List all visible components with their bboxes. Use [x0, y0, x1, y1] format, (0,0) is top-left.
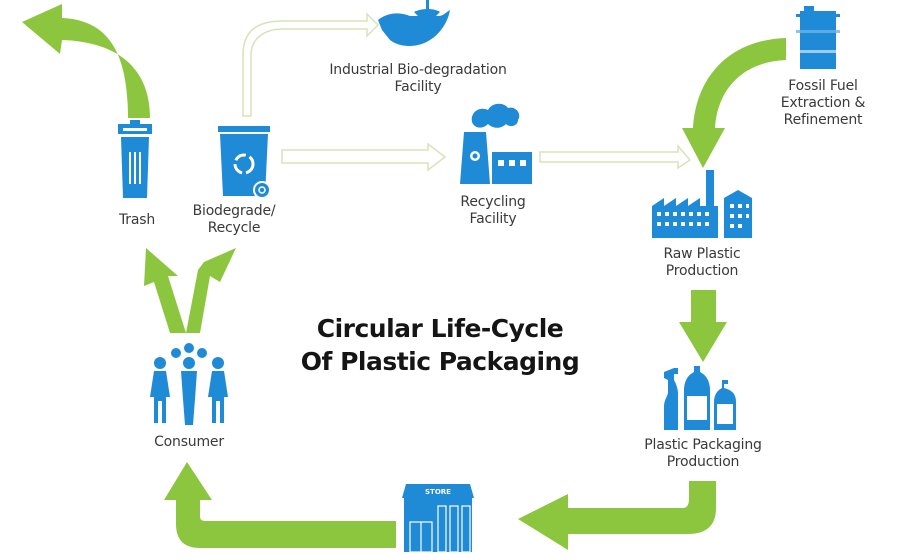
- title-line1: Circular Life-Cycle: [316, 314, 564, 343]
- recycling-label-line2: Facility: [469, 211, 517, 227]
- fossil-label: Fossil Fuel Extraction & Refinement: [764, 78, 882, 129]
- recycling-label: Recycling Facility: [436, 194, 550, 228]
- arrow-store-to-consumer: [164, 462, 396, 548]
- hand-plant-icon: [378, 0, 450, 46]
- title-line2: Of Plastic Packaging: [300, 347, 580, 376]
- arrow-consumer-to-biodegrade: [186, 248, 236, 333]
- packaging-label-line2: Production: [666, 454, 740, 470]
- store-icon: STORE: [402, 484, 474, 552]
- biodegrade-label-line1: Biodegrade/: [192, 203, 276, 219]
- industrial-label: Industrial Bio-degradation Facility: [292, 62, 544, 96]
- packaging-label: Plastic Packaging Production: [616, 437, 790, 471]
- biodegrade-label-line2: Recycle: [207, 220, 261, 236]
- diagram-title: Circular Life-Cycle Of Plastic Packaging: [260, 312, 620, 378]
- arrow-biodegrade-to-recycling: [281, 142, 447, 172]
- arrow-recycling-to-raw: [539, 143, 692, 170]
- packaging-label-line1: Plastic Packaging: [644, 437, 762, 453]
- raw-plastic-label-line1: Raw Plastic: [663, 246, 741, 262]
- industrial-label-line2: Facility: [394, 79, 442, 95]
- consumer-label: Consumer: [154, 434, 224, 450]
- factory-icon: [652, 170, 752, 238]
- trash-can-icon: [118, 120, 152, 198]
- recycling-label-line1: Recycling: [460, 194, 526, 210]
- recycle-bin-icon: [218, 126, 271, 198]
- oil-barrel-icon: [796, 6, 840, 69]
- fossil-label-line1: Fossil Fuel: [788, 78, 858, 94]
- store-sign: STORE: [425, 488, 451, 496]
- biodegrade-label: Biodegrade/ Recycle: [176, 203, 292, 237]
- raw-plastic-label-line2: Production: [665, 263, 739, 279]
- trash-label: Trash: [119, 212, 155, 228]
- arrow-raw-to-packaging: [679, 290, 727, 362]
- raw-plastic-label: Raw Plastic Production: [640, 246, 764, 280]
- fossil-label-line2: Extraction &: [780, 95, 866, 111]
- fossil-label-line3: Refinement: [783, 112, 863, 128]
- arrow-biodegrade-to-industrial: [242, 12, 380, 117]
- factory-smoke-icon: [460, 103, 532, 184]
- industrial-label-line1: Industrial Bio-degradation: [329, 62, 507, 78]
- arrow-fossil-to-raw: [682, 38, 786, 168]
- bottles-icon: [664, 366, 736, 430]
- arrow-consumer-to-trash: [144, 248, 186, 333]
- arrow-packaging-to-store: [518, 481, 716, 550]
- people-group-icon: [150, 343, 228, 425]
- arrow-trash-out: [22, 4, 150, 118]
